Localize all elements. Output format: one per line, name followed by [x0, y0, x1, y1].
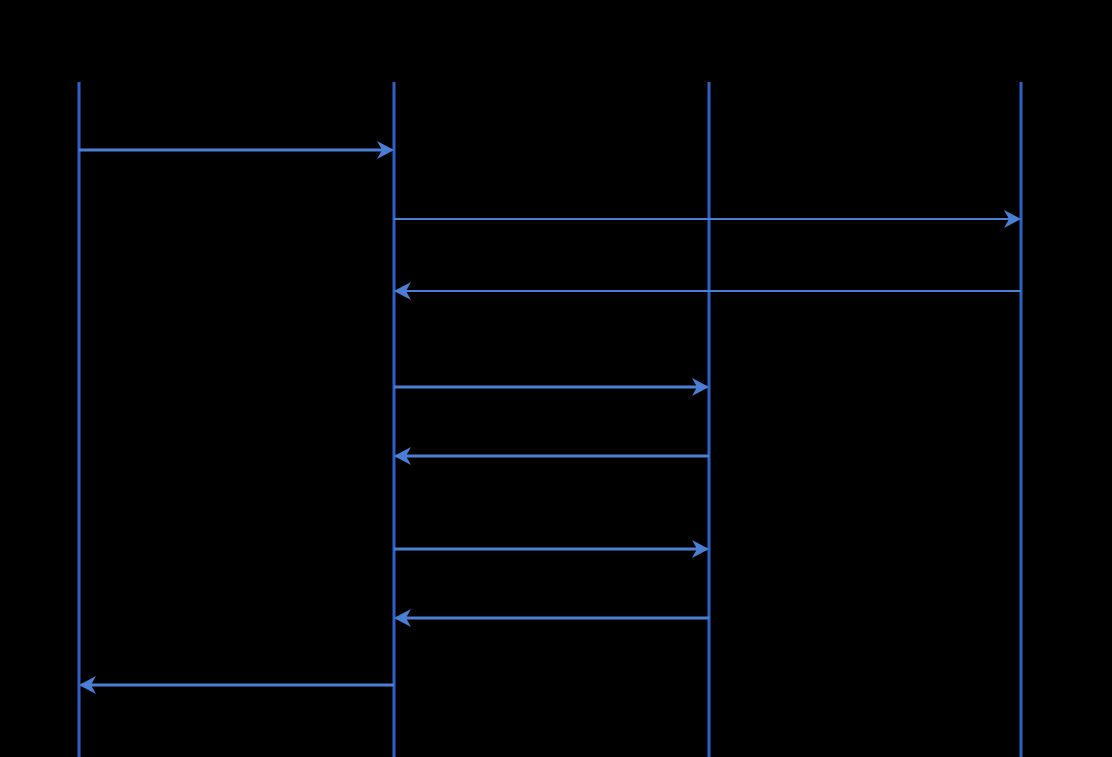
message-arrowhead-m8 — [79, 676, 96, 694]
message-arrowhead-m7 — [394, 609, 411, 627]
message-m6 — [394, 540, 709, 558]
message-m1 — [79, 141, 394, 159]
lifelines-group — [77, 82, 1023, 757]
message-m5 — [394, 447, 709, 465]
message-arrowhead-m1 — [377, 141, 394, 159]
message-m4 — [394, 378, 709, 396]
message-m8 — [79, 676, 394, 694]
message-arrowhead-m5 — [394, 447, 411, 465]
message-m2 — [394, 210, 1021, 228]
message-arrowhead-m6 — [692, 540, 709, 558]
message-arrowhead-m2 — [1004, 210, 1021, 228]
messages-group — [79, 141, 1021, 694]
message-m3 — [394, 282, 1021, 300]
message-arrowhead-m3 — [394, 282, 411, 300]
message-m7 — [394, 609, 709, 627]
message-arrowhead-m4 — [692, 378, 709, 396]
